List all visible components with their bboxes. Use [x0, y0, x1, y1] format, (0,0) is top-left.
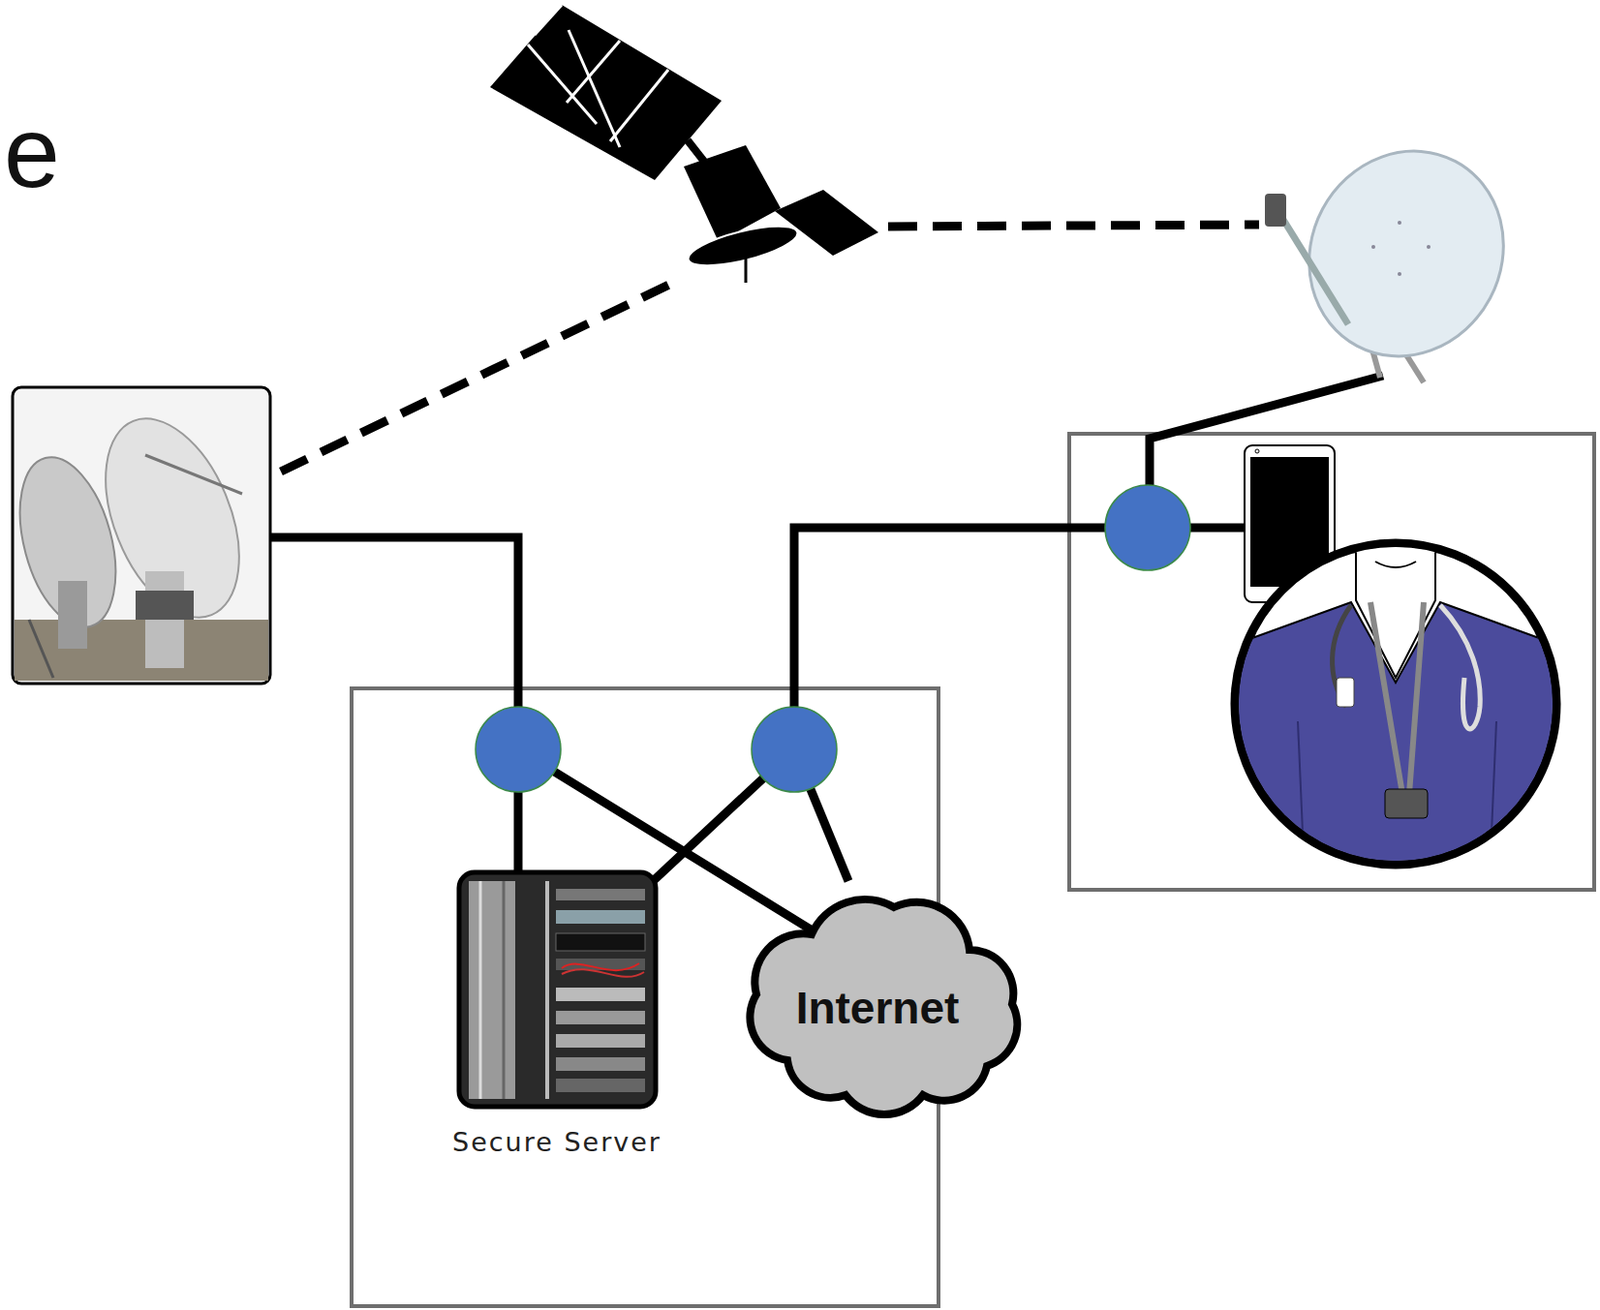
wires	[270, 375, 1384, 938]
title-fragment: e	[3, 96, 61, 208]
satellite-dish	[1264, 117, 1539, 392]
cloud-label: Internet	[796, 982, 960, 1035]
uplink-dashed	[280, 282, 674, 472]
server-rack-image	[459, 872, 656, 1108]
downlink-dashed	[888, 224, 1260, 227]
field-box	[1069, 433, 1595, 891]
server-node: Secure Server	[406, 872, 708, 1164]
nurse-portrait	[1222, 542, 1571, 872]
network-junction	[475, 485, 1191, 793]
server-label: Secure Server	[452, 1127, 662, 1158]
internet-cloud: Internet	[729, 866, 1026, 1108]
satellite-icon	[490, 4, 879, 283]
ground-station-image	[2, 387, 271, 684]
